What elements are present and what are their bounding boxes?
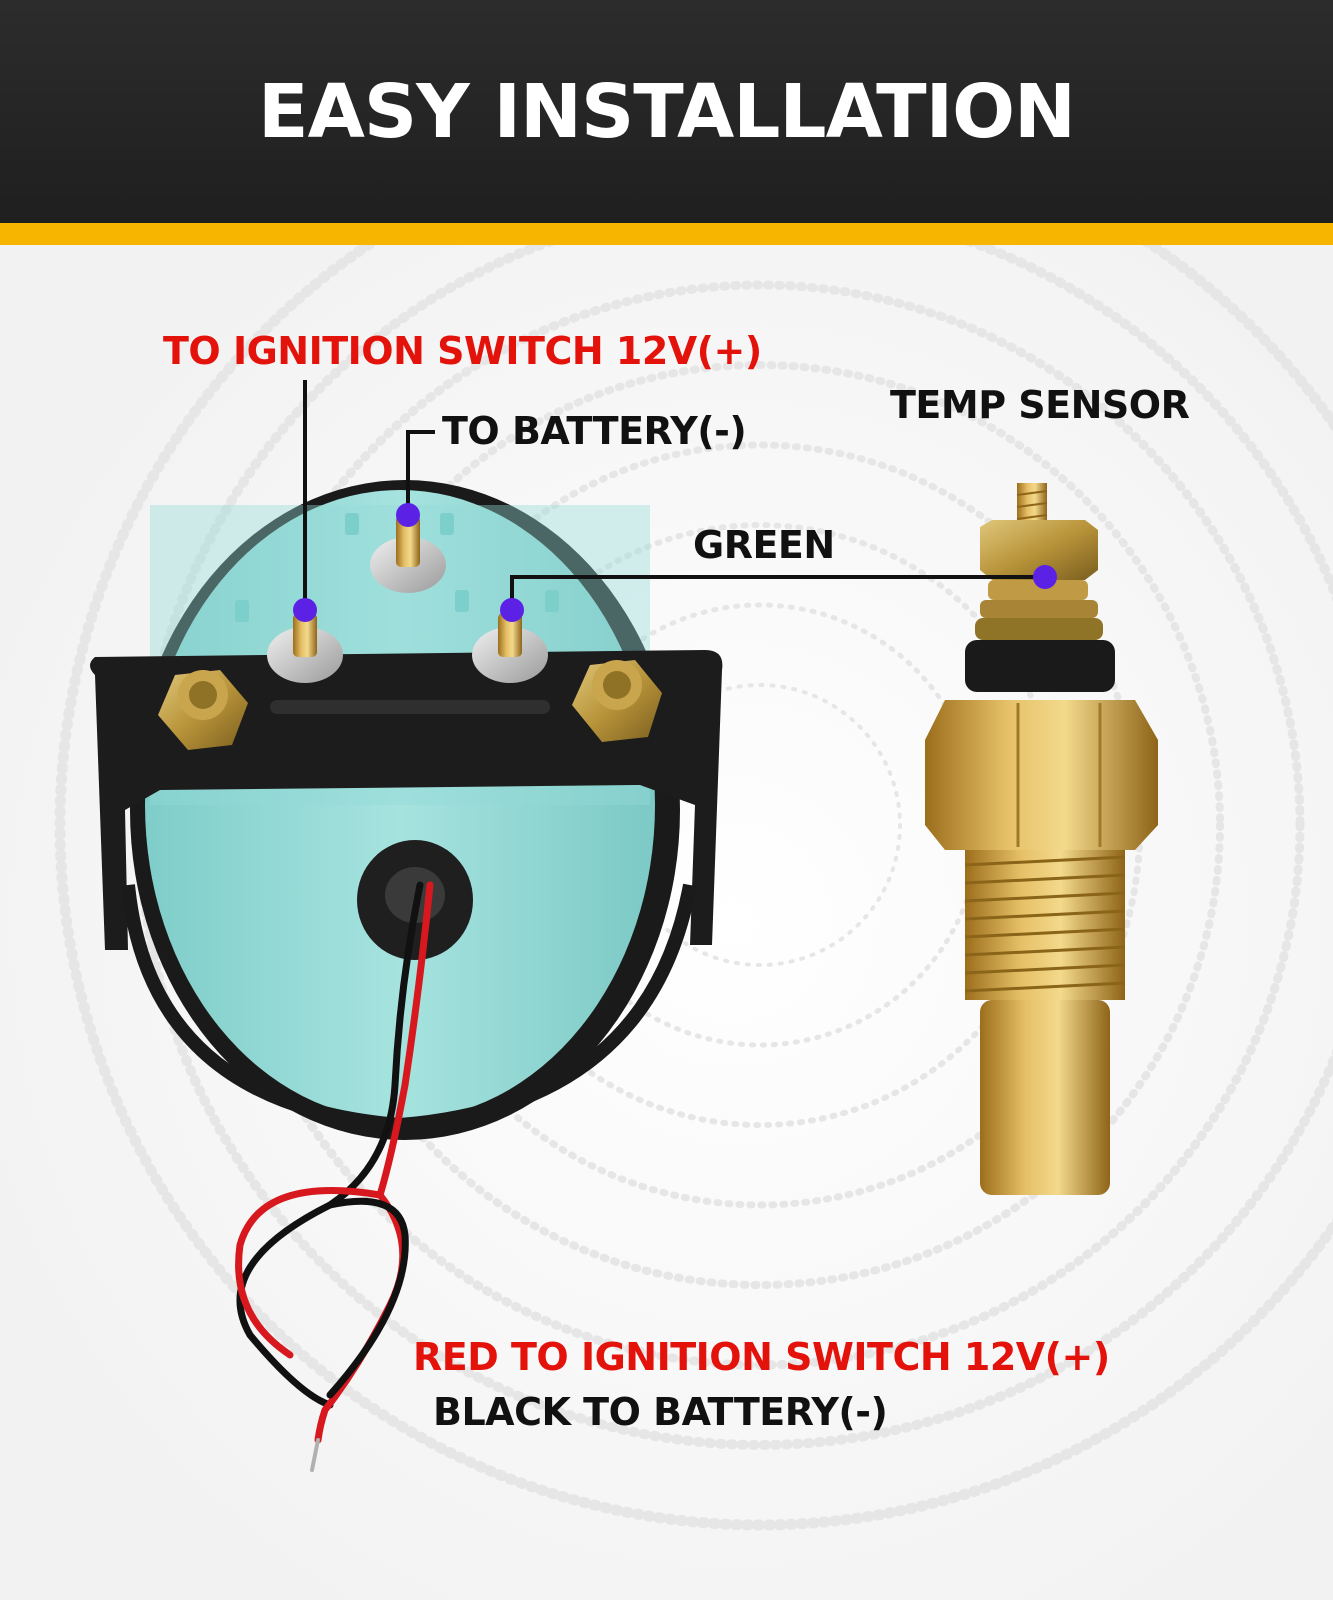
terminal-battery bbox=[370, 515, 446, 593]
terminal-marker-icon bbox=[396, 503, 420, 527]
label-black-wire: BLACK TO BATTERY(-) bbox=[433, 1390, 888, 1434]
page-title: EASY INSTALLATION bbox=[258, 68, 1076, 155]
terminal-marker-icon bbox=[1033, 565, 1057, 589]
label-red-wire: RED TO IGNITION SWITCH 12V(+) bbox=[413, 1335, 1110, 1379]
terminal-sender bbox=[472, 613, 548, 683]
label-ignition-switch: TO IGNITION SWITCH 12V(+) bbox=[163, 329, 762, 373]
callout-green-line bbox=[510, 575, 1045, 603]
callout-lines bbox=[303, 380, 1045, 607]
label-to-battery: TO BATTERY(-) bbox=[442, 409, 747, 453]
callout-battery-line bbox=[406, 430, 435, 511]
header-bar bbox=[0, 0, 1333, 223]
label-temp-sensor: TEMP SENSOR bbox=[890, 383, 1190, 427]
bracket-nut-right bbox=[572, 660, 662, 742]
terminal-marker-icon bbox=[293, 598, 317, 622]
wire-pair bbox=[235, 881, 434, 1472]
diagram-area: TO IGNITION SWITCH 12V(+) TO BATTERY(-) … bbox=[0, 119, 1333, 1600]
terminal-ignition bbox=[267, 613, 343, 683]
temp-sensor-icon bbox=[925, 483, 1158, 1195]
label-green: GREEN bbox=[693, 523, 835, 567]
terminal-marker-icon bbox=[500, 598, 524, 622]
gauge-icon bbox=[90, 480, 723, 1140]
accent-stripe bbox=[0, 223, 1333, 245]
wiring-diagram bbox=[0, 119, 1333, 1600]
terminal-markers bbox=[293, 503, 1057, 622]
bracket-nut-left bbox=[158, 670, 248, 750]
